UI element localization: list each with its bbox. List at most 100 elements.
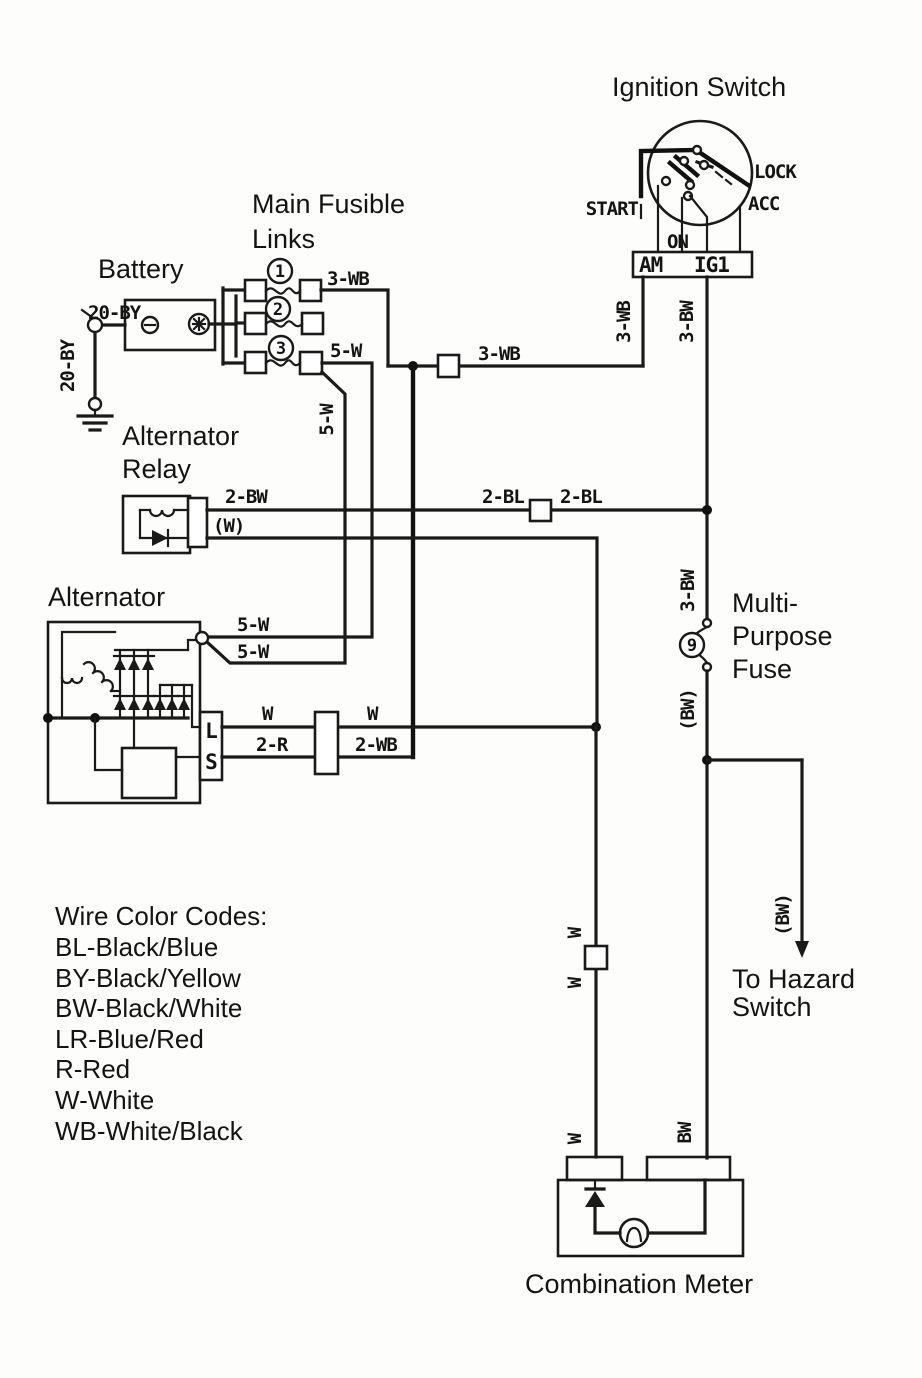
label-meter-bw: BW [674,1121,696,1143]
charge-warning-lamp [618,1217,650,1249]
label-2r: 2-R [256,734,289,756]
alternator: L S [43,620,224,805]
link1-number: 1 [275,262,285,282]
wire-lamp-w [205,536,599,729]
legend-code-r: R-Red [55,1054,130,1084]
link1-connector-left [243,278,268,303]
alternator-ls-connector [198,710,224,782]
fuse-number: 9 [687,636,697,656]
label-link3-5w: 5-W [330,340,363,362]
switch-position-lock: LOCK [754,161,797,183]
legend-code-lr: LR-Blue/Red [55,1024,204,1054]
alternator-relay-title-1: Alternator [122,421,239,451]
combination-meter [556,1155,745,1258]
battery-ground-wire [76,308,127,432]
label-5w-vertical: 5-W [316,403,338,436]
ignition-switch-title: Ignition Switch [612,72,786,102]
rectifier-diodes-bottom [112,694,192,710]
alternator-ground-junction-1 [43,713,53,723]
wire-color-legend: Wire Color Codes: BL-Black/Blue BY-Black… [55,901,267,1146]
combination-meter-title: Combination Meter [525,1269,753,1299]
switch-position-on: ON [667,231,688,253]
legend-code-by: BY-Black/Yellow [55,963,241,993]
wire-connector-2bl [528,498,553,523]
legend-code-wb: WB-White/Black [55,1116,244,1146]
ignition-terminal-block [631,250,754,279]
label-fuse-3bw: 3-BW [677,569,699,612]
label-w-left: W [262,703,274,725]
switch-position-acc: ACC [748,193,780,215]
link2-number: 2 [273,300,283,320]
label-2bl-left: 2-BL [482,486,524,508]
relay-connector-tab [186,496,209,549]
label-2bl-right: 2-BL [560,486,602,508]
label-2bw: 2-BW [225,486,268,508]
terminal-ig-label: IG1 [694,253,729,277]
hazard-title-1: To Hazard [732,964,855,994]
fusible-links-title-1: Main Fusible [252,189,405,219]
link1-number-badge [266,257,294,285]
ignition-switch: AM IG1 START LOCK ACC ON [586,119,798,279]
label-meter-w-3: W [564,1132,586,1144]
label-w-right: W [367,703,379,725]
label-20by-h: 20-BY [88,302,142,324]
wire-l-output [220,722,609,1159]
hazard-arrow [795,941,809,958]
label-2wb: 2-WB [355,734,397,756]
switch-position-start: START [586,198,639,220]
label-20by-v: 20-BY [57,338,79,392]
label-am-3wb: 3-WB [613,301,635,343]
alternator-b-terminal [194,630,210,646]
meter-diode [585,1191,605,1207]
terminal-l-label: L [205,719,217,743]
harness-connector-block [313,710,340,776]
fuse-title-1: Multi- [732,588,798,618]
link3-number: 3 [276,339,286,359]
wire-connector-w [583,944,609,971]
link3-number-badge [267,334,295,362]
terminal-am-label: AM [639,253,663,277]
label-ig-3bw: 3-BW [676,300,698,343]
link3-connector-left [243,350,268,375]
battery-title: Battery [98,254,184,284]
relay-diode [152,530,168,546]
link2-connector-left [243,311,268,336]
label-alt-5w-1: 5-W [237,614,270,636]
terminal-s-label: S [205,750,217,774]
legend-code-bl: BL-Black/Blue [55,932,218,962]
label-fuse-bw: (BW) [677,689,699,731]
legend-code-bw: BW-Black/White [55,993,242,1023]
link2-number-badge [264,295,292,323]
wire-2bw-2bl [205,498,712,523]
meter-connector-right [645,1155,732,1182]
link2-connector-right [300,311,325,336]
label-meter-w-1: W [564,926,586,938]
wire-3wb-main [319,275,645,379]
label-meter-w-2: W [564,976,586,988]
meter-connector-left [565,1155,624,1182]
legend-code-w: W-White [55,1085,154,1115]
wire-3bw-run: 9 [678,275,809,1160]
alternator-title: Alternator [48,582,165,612]
voltage-regulator [120,746,178,800]
alternator-relay-title-2: Relay [122,454,192,484]
fusible-link-bus [207,286,247,366]
link1-connector-right [298,278,323,303]
fuse-number-badge [678,631,706,659]
fuse-title-3: Fuse [732,654,792,684]
wire-connector-3wb [436,353,461,379]
fusible-link-1 [264,287,302,295]
fuse-title-2: Purpose [732,621,833,651]
label-relay-w: (W) [213,515,244,537]
label-link1-3wb: 3-WB [327,268,369,290]
main-fusible-links: 1 2 3 [243,257,325,376]
label-alt-5w-2: 5-W [237,641,270,663]
label-main-3wb: 3-WB [478,343,520,365]
fusible-links-title-2: Links [252,224,315,254]
fusible-link-2 [264,320,304,328]
legend-title: Wire Color Codes: [55,901,267,931]
wire-5w-runs [204,361,374,665]
label-hazard-bw: (BW) [772,894,794,936]
